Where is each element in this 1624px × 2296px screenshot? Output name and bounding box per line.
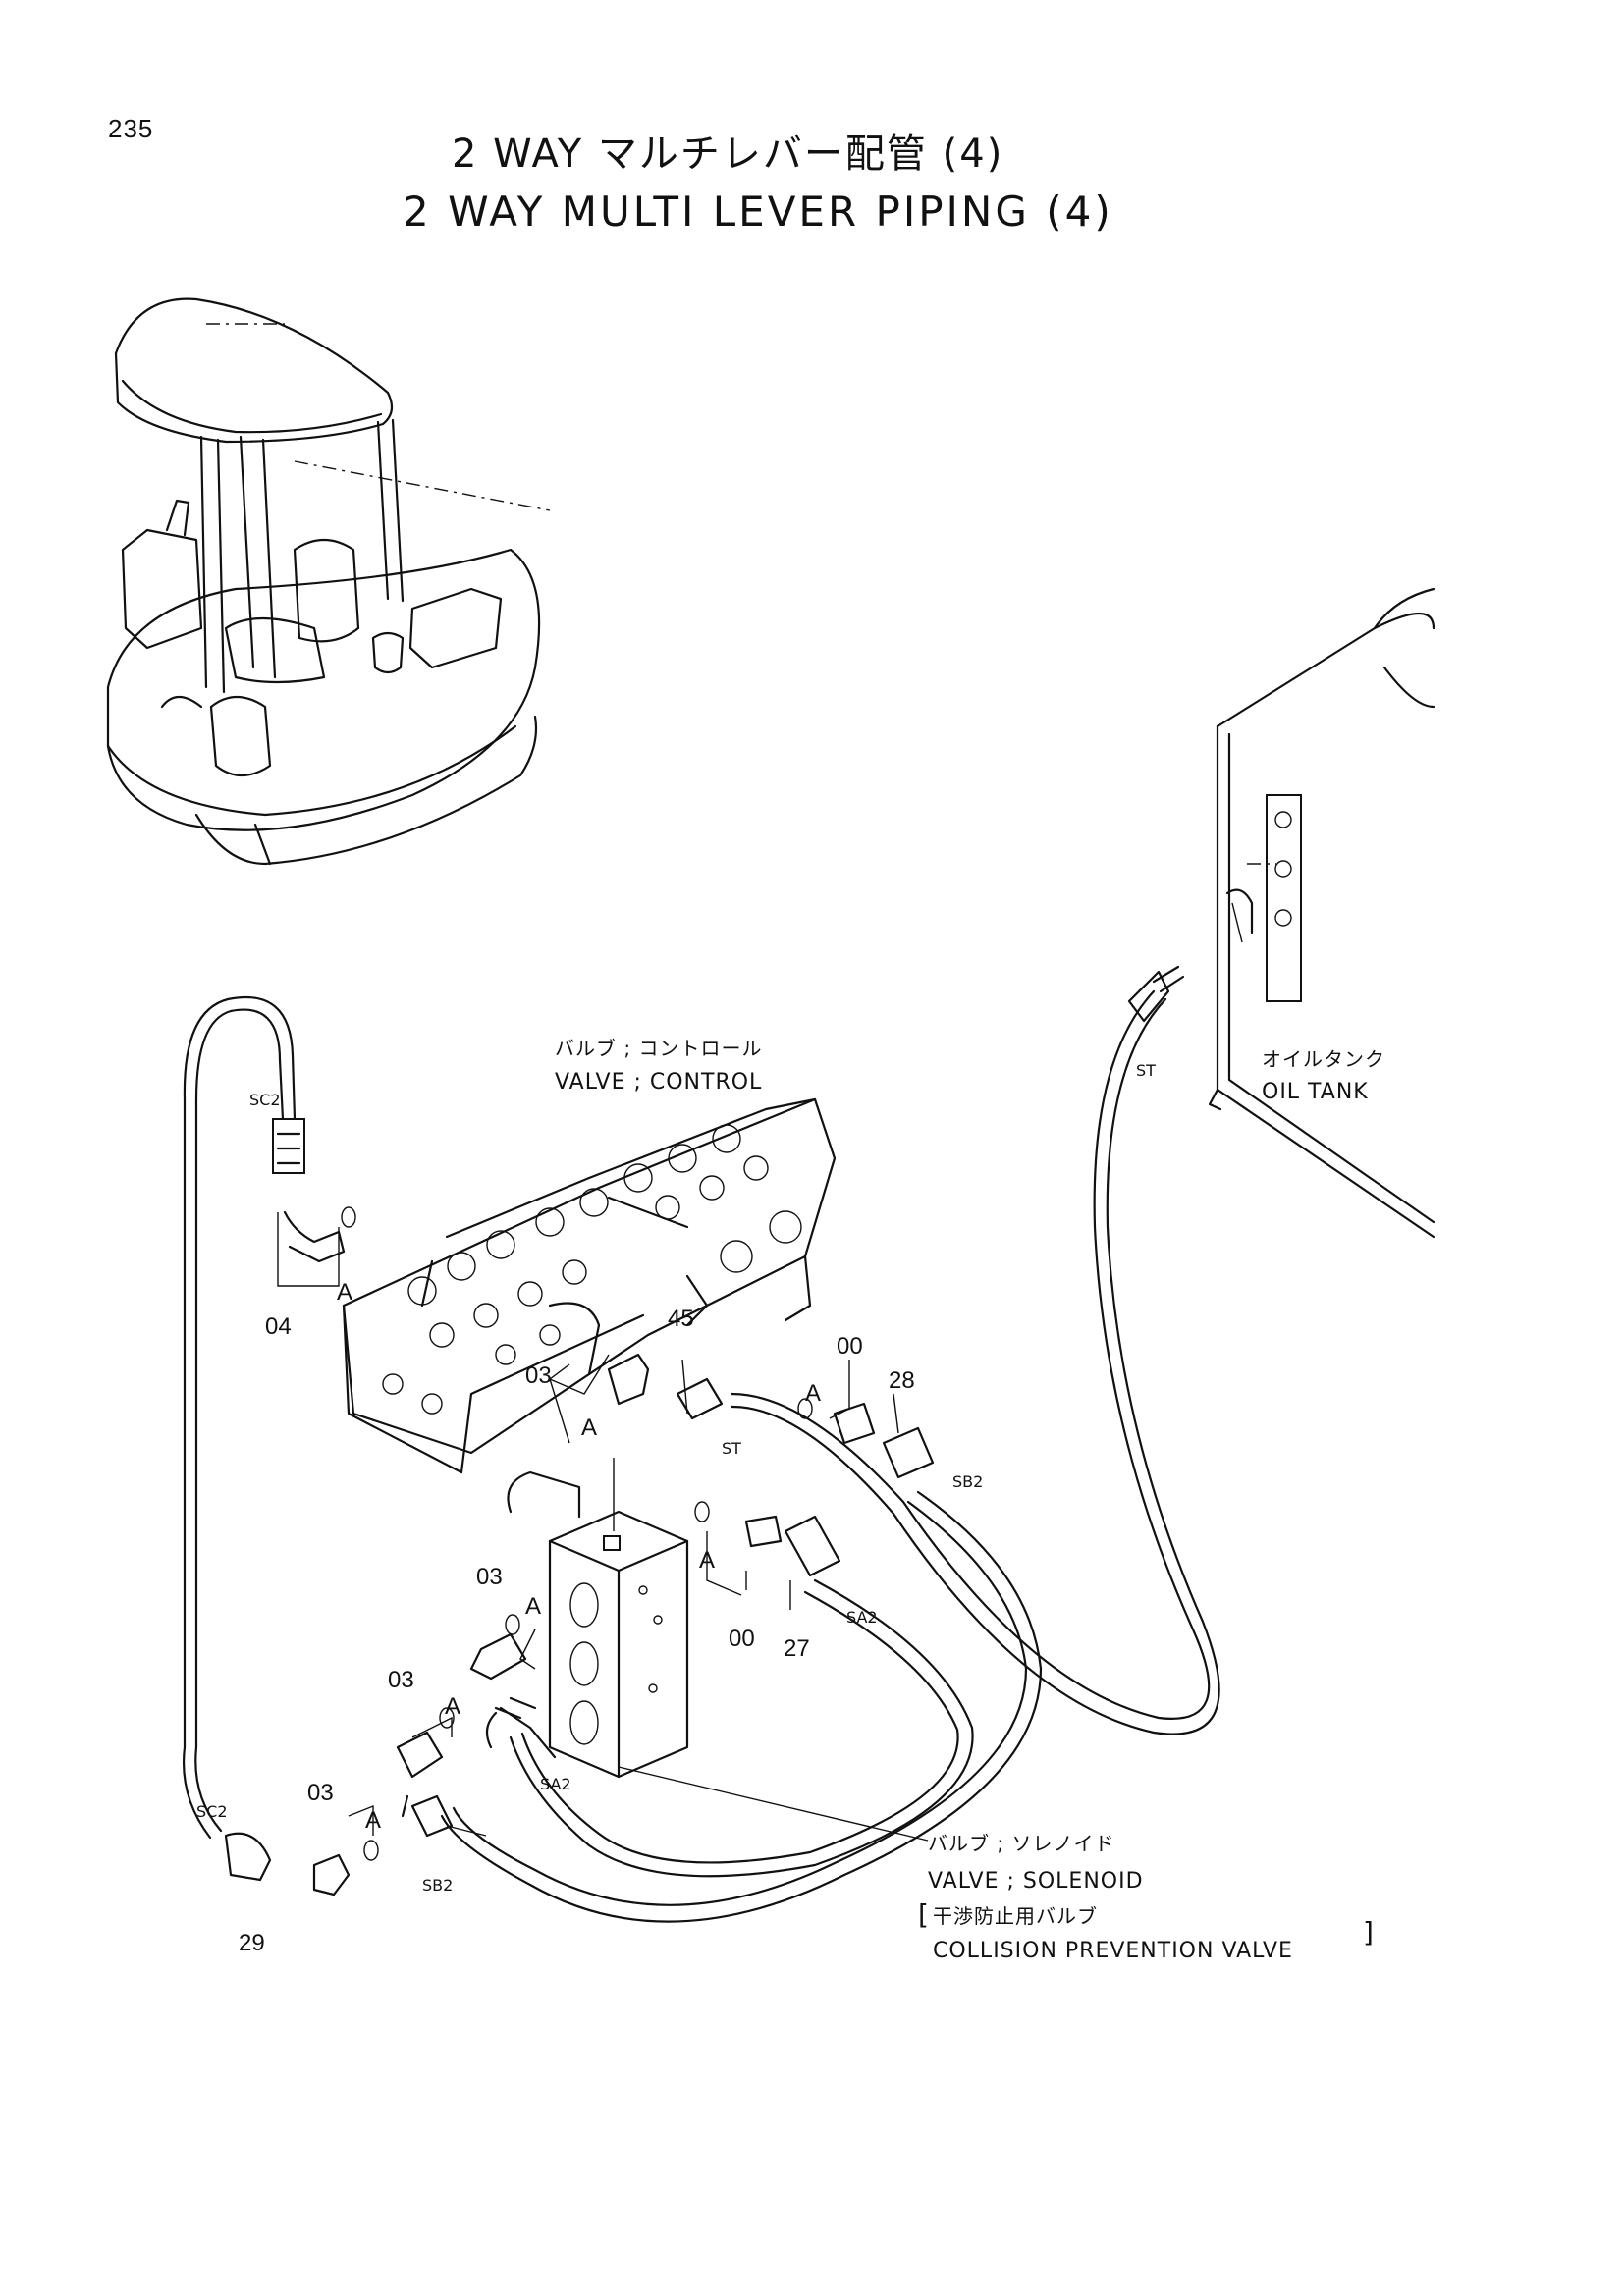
callout-03-top: 03 (525, 1362, 552, 1389)
callout-A-5: A (699, 1547, 716, 1574)
hose-tag-sb2-low: SB2 (422, 1876, 454, 1895)
callout-A-7: A (365, 1807, 382, 1834)
callout-28: 28 (889, 1367, 915, 1394)
control-valve-label-jp: バルブ ; コントロール (555, 1037, 763, 1060)
bracket-close: ] (1363, 1916, 1375, 1949)
callout-00-low: 00 (729, 1626, 755, 1652)
callout-00-top: 00 (837, 1333, 863, 1360)
leader-lines (277, 1212, 929, 1842)
callout-A-1: A (337, 1279, 353, 1306)
callout-A-6: A (445, 1693, 461, 1720)
hose-tag-sc2-top: SC2 (249, 1091, 281, 1109)
callout-03-low: 03 (307, 1780, 334, 1806)
bracket-open: [ (918, 1898, 930, 1931)
excavator-overview-illustration (106, 297, 551, 866)
hose-tag-sa2-top: SA2 (846, 1608, 878, 1627)
hoses (182, 989, 1220, 1923)
control-valve-illustration (342, 1097, 837, 1474)
collision-valve-label-jp: 干渉防止用バルブ (933, 1904, 1098, 1928)
fittings (224, 965, 1185, 1896)
hose-tag-st-tank: ST (1136, 1061, 1156, 1080)
callout-03-mid1: 03 (476, 1564, 503, 1590)
callout-27: 27 (784, 1635, 810, 1662)
page-title-english: 2 WAY MULTI LEVER PIPING (4) (403, 187, 1113, 236)
solenoid-valve-label-en: VALVE ; SOLENOID (928, 1869, 1144, 1894)
page-title-japanese: 2 WAY マルチレバー配管 (4) (452, 132, 1004, 177)
page-number: 235 (108, 114, 154, 143)
callout-04: 04 (265, 1313, 292, 1340)
solenoid-valve-label-jp: バルブ ; ソレノイド (928, 1832, 1115, 1855)
hose-tag-sa2-low: SA2 (540, 1775, 571, 1793)
hose-tag-st-valve: ST (722, 1439, 741, 1458)
oil-tank-illustration (1208, 587, 1435, 1239)
callout-A-3: A (581, 1415, 598, 1441)
callout-29: 29 (239, 1930, 265, 1956)
callout-03-mid2: 03 (388, 1667, 414, 1693)
hose-tag-sc2-low: SC2 (196, 1802, 228, 1821)
collision-valve-label-en: COLLISION PREVENTION VALVE (933, 1939, 1293, 1963)
control-valve-label-en: VALVE ; CONTROL (555, 1070, 763, 1095)
callout-45: 45 (668, 1306, 694, 1332)
oil-tank-label-en: OIL TANK (1262, 1080, 1369, 1104)
oil-tank-label-jp: オイルタンク (1262, 1047, 1385, 1071)
callout-A-4: A (525, 1593, 542, 1620)
hose-tag-sb2-top: SB2 (952, 1472, 984, 1491)
solenoid-valve-illustration (507, 1458, 689, 1779)
callout-A-2: A (805, 1380, 822, 1407)
